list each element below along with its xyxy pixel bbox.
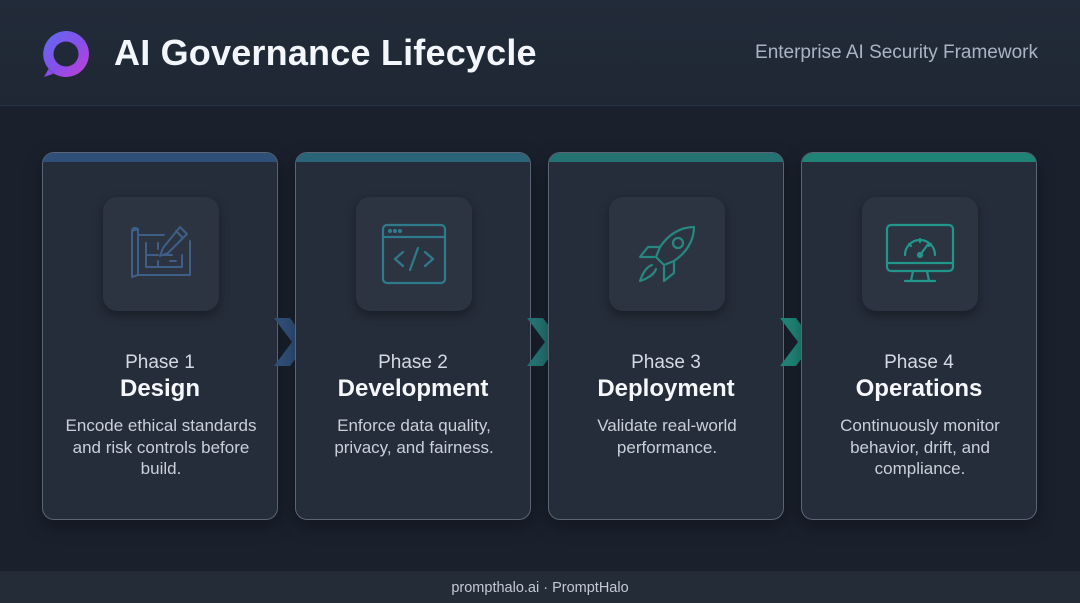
phase-accent-bar	[802, 153, 1036, 162]
phase-label: Phase 4	[884, 352, 954, 373]
phase-card-design: Phase 1 Design Encode ethical standards …	[42, 152, 278, 520]
footer-credit[interactable]: prompthalo.ai · PromptHalo	[451, 580, 629, 596]
phase-card-deployment: Phase 3 Deployment Validate real-world p…	[548, 152, 784, 520]
phase-icon-tile	[862, 197, 978, 311]
phase-name: Operations	[855, 375, 983, 402]
phase-icon-tile	[356, 197, 472, 311]
blueprint-pencil-icon	[131, 226, 191, 278]
phase-accent-bar	[296, 153, 530, 162]
phase-description: Encode ethical standards and risk contro…	[65, 416, 257, 478]
phase-label: Phase 1	[125, 352, 195, 373]
rocket-icon	[638, 225, 696, 283]
page-title: AI Governance Lifecycle	[114, 32, 537, 73]
phase-card-operations: Phase 4 Operations Continuously monitor …	[801, 152, 1037, 520]
phase-accent-bar	[549, 153, 783, 162]
phase-icon-tile	[103, 197, 219, 311]
phase-card-development: Phase 2 Development Enforce data quality…	[295, 152, 531, 520]
page-subtitle: Enterprise AI Security Framework	[755, 42, 1038, 63]
code-window-icon	[381, 223, 447, 285]
phase-label: Phase 3	[631, 352, 701, 373]
header: AI Governance Lifecycle Enterprise AI Se…	[0, 0, 1080, 106]
phase-accent-bar	[43, 153, 277, 162]
phase-description: Enforce data quality, privacy, and fairn…	[334, 416, 494, 457]
phase-icon-tile	[609, 197, 725, 311]
phase-description: Continuously monitor behavior, drift, an…	[840, 416, 1000, 478]
footer: prompthalo.ai · PromptHalo	[0, 571, 1080, 603]
phase-label: Phase 2	[378, 352, 448, 373]
phase-name: Development	[337, 375, 489, 402]
phase-name: Design	[119, 375, 200, 402]
phase-name: Deployment	[597, 375, 735, 402]
phase-description: Validate real-world performance.	[597, 416, 737, 457]
monitor-gauge-icon	[885, 223, 955, 283]
prompthalo-logo-icon	[43, 31, 89, 77]
